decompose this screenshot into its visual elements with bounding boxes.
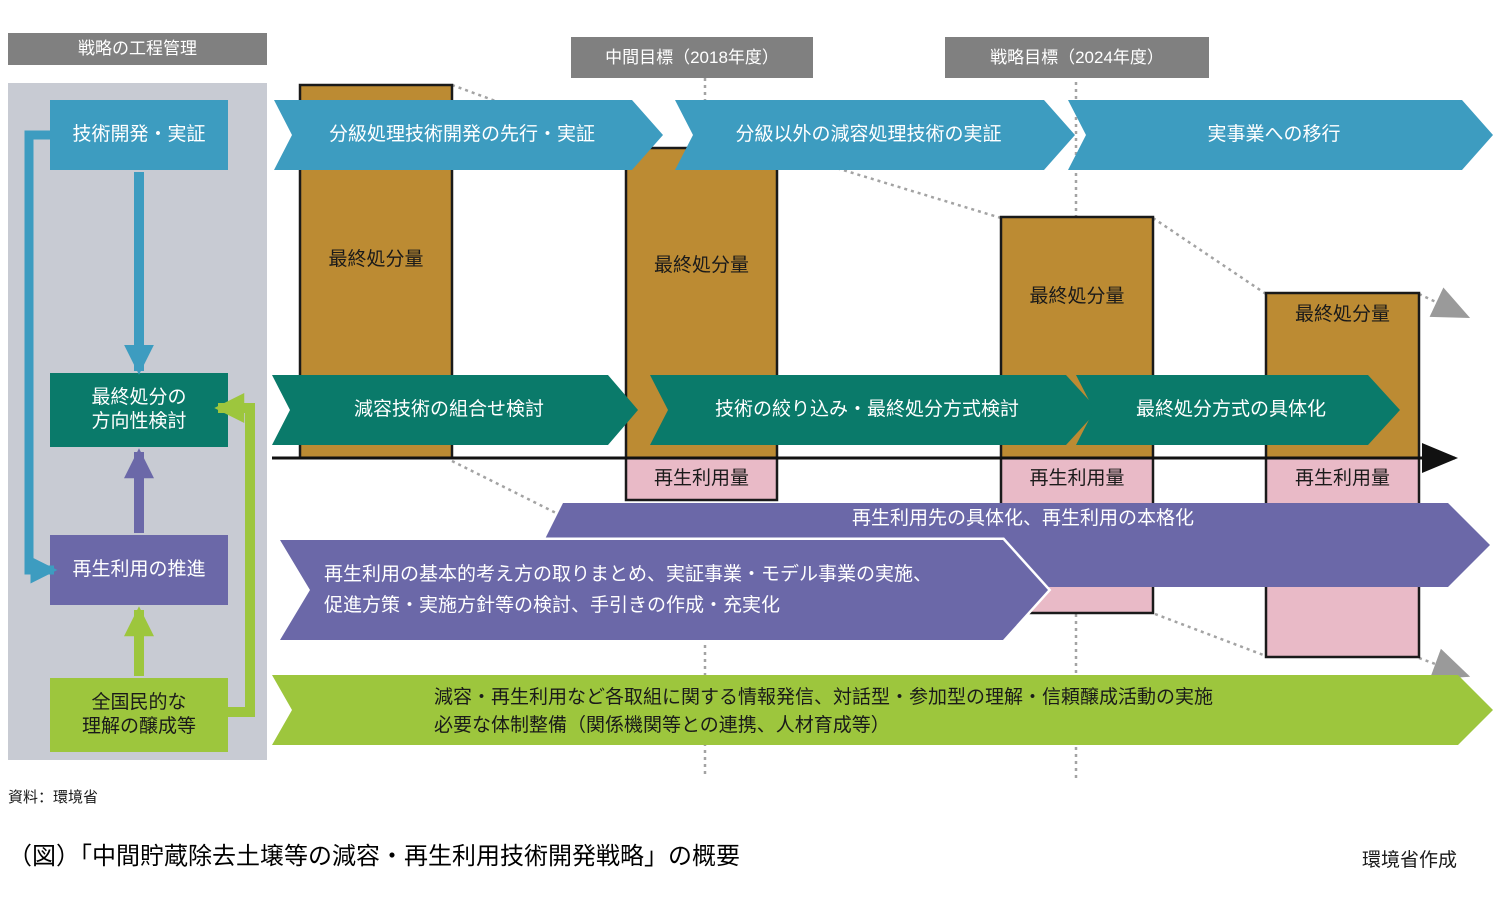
figure-caption: （図）「中間貯蔵除去土壌等の減容・再生利用技術開発戦略」の概要 xyxy=(8,843,740,870)
disposal-arrow-3 xyxy=(1076,375,1400,445)
disposal-arrow-2-label: 技術の絞り込み・最終処分方式検討 xyxy=(714,399,1019,421)
final-disposal-bar-3-label: 最終処分量 xyxy=(1029,286,1125,308)
recycle-arrow-label: 再生利用の基本的考え方の取りまとめ、実証事業・モデル事業の実施、 促進方策・実施… xyxy=(324,564,933,616)
tech-arrow-3 xyxy=(1068,100,1493,170)
tech-arrow-3-label: 実事業への移行 xyxy=(1207,124,1341,146)
tech-arrow-2-label: 分級以外の減容処理技術の実証 xyxy=(735,124,1002,146)
disposal-arrow-1-label: 減容技術の組合せ検討 xyxy=(353,399,544,421)
public-arrow-label: 減容・再生利用など各取組に関する情報発信、対話型・参加型の理解・信頼醸成活動の実… xyxy=(434,687,1214,736)
disposal-arrow-2 xyxy=(650,375,1098,445)
public-understanding-box-label: 全国民的な 理解の醸成等 xyxy=(81,692,196,737)
final-disposal-bar-4-label: 最終処分量 xyxy=(1294,304,1390,326)
recycle-bar-1 xyxy=(624,456,779,502)
credit-note: 環境省作成 xyxy=(1361,850,1457,871)
tech-arrow-1 xyxy=(274,100,663,170)
tech-arrow-2 xyxy=(675,100,1075,170)
public-understanding-box xyxy=(50,678,228,752)
connector-tech-to-recycle-arrow xyxy=(24,130,58,584)
connector-public-to-disposal-arrow xyxy=(214,393,255,717)
disposal-arrow-1 xyxy=(272,375,638,445)
disposal-arrow-3-label: 最終処分方式の具体化 xyxy=(1135,399,1326,421)
panel-header: 戦略の工程管理 xyxy=(8,33,267,65)
recycle-arrow-lower xyxy=(275,537,1052,643)
recycle-promotion-box-label: 再生利用の推進 xyxy=(72,559,206,581)
recycle-bar-2-label: 再生利用量 xyxy=(1029,468,1125,490)
public-arrow xyxy=(272,675,1493,745)
recycle-bar-1-label: 再生利用量 xyxy=(653,468,749,490)
final-disposal-box-label: 最終処分の 方向性検討 xyxy=(91,387,187,432)
tech-dev-box-label: 技術開発・実証 xyxy=(72,124,206,146)
recycle-bar-3-label: 再生利用量 xyxy=(1294,468,1390,490)
final-disposal-bar-1-label: 最終処分量 xyxy=(328,249,424,271)
recycle-promotion-box xyxy=(50,535,228,605)
recycle-trend-dotted-line xyxy=(451,459,1471,680)
tech-dev-box xyxy=(50,100,228,170)
final-disposal-box xyxy=(50,373,228,447)
final-disposal-bar-2-label: 最終処分量 xyxy=(653,255,749,277)
recycle-band-label: 再生利用先の具体化、再生利用の本格化 xyxy=(852,508,1195,530)
milestone-2018-label: 中間目標（2018年度） xyxy=(571,37,813,78)
tech-arrow-1-label: 分級処理技術開発の先行・実証 xyxy=(328,124,595,146)
source-note: 資料：環境省 xyxy=(8,789,99,806)
milestone-2024-label: 戦略目標（2024年度） xyxy=(945,37,1209,78)
